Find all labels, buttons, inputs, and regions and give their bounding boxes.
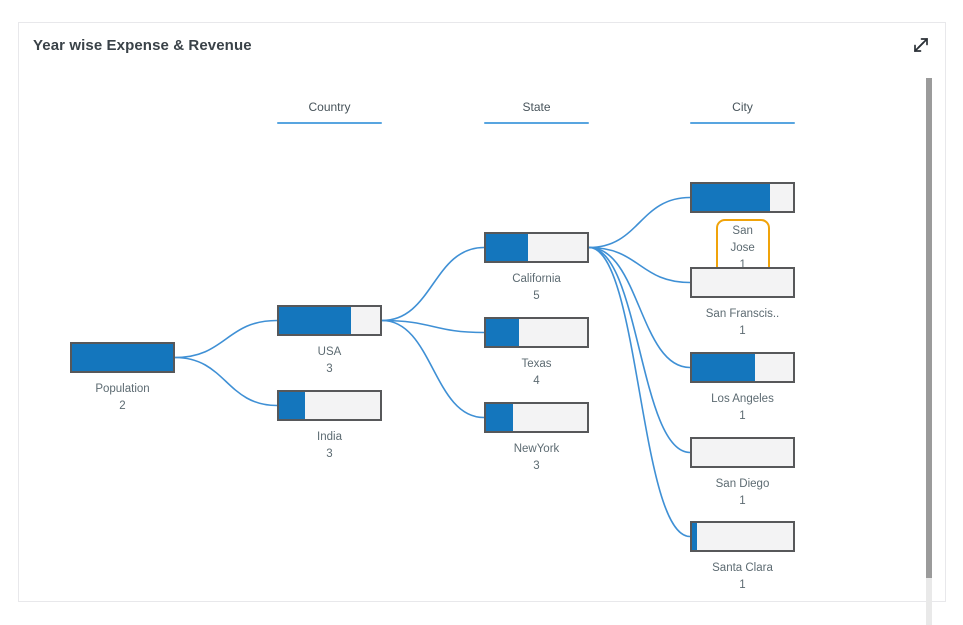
column-header-state: State [484, 100, 589, 124]
node-label-texas: Texas 4 [457, 356, 617, 390]
column-header-state-underline [484, 122, 589, 124]
node-value-text: 1 [739, 410, 746, 422]
node-name-text: Los Angeles [711, 393, 774, 405]
expand-icon [911, 35, 931, 60]
node-name-text: USA [317, 346, 342, 358]
node-name-text: Population [95, 383, 150, 395]
column-header-country-label: Country [308, 100, 351, 114]
node-label-san-diego: San Diego 1 [663, 476, 823, 510]
expand-button[interactable] [909, 35, 933, 59]
node-bar-fill-texas [486, 319, 520, 346]
node-value-text: 4 [533, 375, 540, 387]
node-bar-fill-usa [279, 307, 351, 334]
node-name-text: San Diego [715, 478, 770, 490]
node-name-text: California [512, 273, 561, 285]
node-bar-san-jose[interactable] [690, 182, 795, 213]
node-label-usa: USA 3 [250, 344, 410, 378]
column-header-country: Country [277, 100, 382, 124]
node-name-text: Texas [521, 358, 552, 370]
node-name-text: San Franscis.. [705, 308, 780, 320]
node-name-text: NewYork [513, 443, 560, 455]
node-bar-san-diego[interactable] [690, 437, 795, 468]
node-bar-california[interactable] [484, 232, 589, 263]
node-bar-fill-india [279, 392, 306, 419]
node-label-santa-clara: Santa Clara 1 [663, 560, 823, 594]
column-header-state-label: State [522, 100, 551, 114]
node-value-text: 1 [739, 579, 746, 591]
node-bar-san-franscis[interactable] [690, 267, 795, 298]
node-value-text: 2 [119, 400, 126, 412]
node-bar-los-angeles[interactable] [690, 352, 795, 383]
chart-card: Year wise Expense & Revenue [18, 22, 946, 625]
column-header-city-underline [690, 122, 795, 124]
node-value-text: 5 [533, 290, 540, 302]
node-value-text: 1 [739, 259, 746, 271]
node-bar-fill-california [486, 234, 529, 261]
node-bar-fill-san-jose [692, 184, 770, 211]
node-label-newyork: NewYork 3 [457, 441, 617, 475]
column-header-city-label: City [732, 100, 753, 114]
vertical-scrollbar[interactable] [926, 78, 932, 625]
node-value-text: 3 [326, 448, 333, 460]
node-value-text: 1 [739, 325, 746, 337]
column-header-country-underline [277, 122, 382, 124]
node-label-population: Population 2 [43, 381, 203, 415]
node-bar-texas[interactable] [484, 317, 589, 348]
node-name-text: Santa Clara [712, 562, 773, 574]
node-value-text: 1 [739, 495, 746, 507]
scrollbar-track-bottom [926, 578, 932, 625]
scrollbar-thumb[interactable] [926, 78, 932, 578]
node-value-text: 3 [533, 460, 540, 472]
node-label-los-angeles: Los Angeles 1 [663, 391, 823, 425]
node-bar-usa[interactable] [277, 305, 382, 336]
node-label-san-franscis: San Franscis.. 1 [663, 306, 823, 340]
node-bar-population[interactable] [70, 342, 175, 373]
node-bar-india[interactable] [277, 390, 382, 421]
node-label-california: California 5 [457, 271, 617, 305]
column-header-city: City [690, 100, 795, 124]
node-bar-fill-los-angeles [692, 354, 755, 381]
node-bar-santa-clara[interactable] [690, 521, 795, 552]
node-name-text: India [317, 431, 342, 443]
node-bar-newyork[interactable] [484, 402, 589, 433]
node-name-text: San Jose [730, 225, 755, 254]
node-bar-fill-population [72, 344, 173, 371]
node-label-india: India 3 [250, 429, 410, 463]
chart-title: Year wise Expense & Revenue [33, 37, 252, 54]
node-bar-fill-newyork [486, 404, 514, 431]
node-value-text: 3 [326, 363, 333, 375]
node-bar-fill-santa-clara [692, 523, 698, 550]
